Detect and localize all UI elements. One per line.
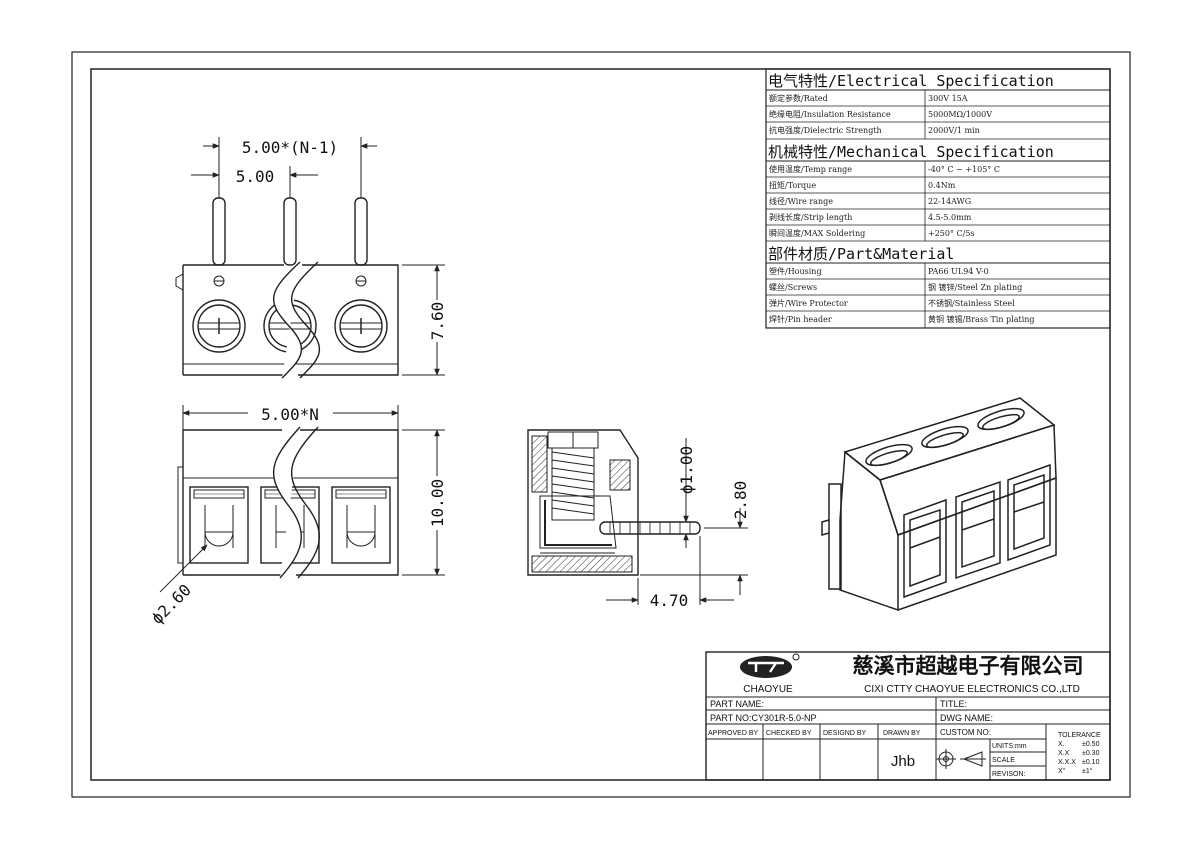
spec-value: 0.4Nm xyxy=(928,181,956,190)
spec-value: 2000V/1 min xyxy=(928,126,980,135)
dim-pin-dia: ϕ1.00 xyxy=(677,446,696,494)
scale-label: SCALE xyxy=(992,757,1015,764)
tolerance-key: X.X.X xyxy=(1058,759,1076,766)
spec-label: 焊针/Pin header xyxy=(769,314,832,324)
isometric-view xyxy=(821,397,1057,612)
part-name-label: PART NAME: xyxy=(710,699,764,709)
spec-label: 螺丝/Screws xyxy=(769,282,817,292)
material-rows: 塑件/Housing PA66 UL94 V-0 螺丝/Screws 钢 镀锌/… xyxy=(766,266,1110,324)
spec-label: 额定参数/Rated xyxy=(769,93,828,103)
title-label: TITLE: xyxy=(940,699,967,709)
side-view: ϕ1.00 2.80 4.70 xyxy=(527,429,750,610)
dim-pitch: 5.00 xyxy=(236,167,275,186)
front-view: 5.00*N xyxy=(147,405,447,628)
spec-value: 黄铜 镀锡/Brass Tin plating xyxy=(928,314,1035,324)
tolerance-title: TOLERANCE xyxy=(1058,732,1101,739)
company-logo: CHAOYUE xyxy=(740,653,800,695)
spec-label: 线径/Wire range xyxy=(769,196,833,206)
wire-opening xyxy=(331,486,391,564)
dim-width-total: 5.00*N xyxy=(261,405,319,424)
mechanical-rows: 使用温度/Temp range -40° C ~ +105° C 扭矩/Torq… xyxy=(766,164,1110,242)
spec-label: 绝缘电阻/Insulation Resistance xyxy=(769,109,891,119)
dim-height-front: 10.00 xyxy=(428,479,447,527)
spec-value: 22-14AWG xyxy=(928,197,971,206)
title-block: CHAOYUE 慈溪市超越电子有限公司 CIXI CTTY CHAOYUE EL… xyxy=(705,651,1111,781)
dim-pitch-total: 5.00*(N-1) xyxy=(242,138,338,157)
dwg-name-label: DWG NAME: xyxy=(940,713,993,723)
spec-label: 瞬间温度/MAX Soldering xyxy=(769,228,865,238)
tolerance-key: X.X xyxy=(1058,750,1070,757)
top-view: 5.00*(N-1) 5.00 xyxy=(175,137,447,379)
spec-label: 弹片/Wire Protector xyxy=(769,298,848,308)
tolerance-value: ±0.10 xyxy=(1082,759,1100,766)
wire-opening xyxy=(189,486,249,564)
mechanical-title: 机械特性/Mechanical Specification xyxy=(768,143,1054,161)
spec-value: 4.5-5.0mm xyxy=(928,213,972,222)
company-name-cn: 慈溪市超越电子有限公司 xyxy=(853,654,1084,678)
inner-border xyxy=(90,68,1111,781)
drawn-by-label: DRAWN BY xyxy=(883,730,921,737)
part-number: PART NO:CY301R-5.0-NP xyxy=(710,713,817,723)
revision-label: REVISON: xyxy=(992,771,1026,778)
spec-label: 扭矩/Torque xyxy=(769,180,816,190)
dim-pin-len: 2.80 xyxy=(731,481,750,520)
spec-value: PA66 UL94 V-0 xyxy=(928,267,989,276)
approved-by-label: APPROVED BY xyxy=(708,730,759,737)
units-label: UNITS:mm xyxy=(992,743,1027,750)
spec-label: 剥线长度/Strip length xyxy=(769,212,852,222)
spec-value: 5000MΩ/1000V xyxy=(928,110,992,119)
spec-label: 使用温度/Temp range xyxy=(769,164,852,174)
outer-border xyxy=(71,51,1131,798)
spec-label: 塑件/Housing xyxy=(769,266,822,276)
screw-icon xyxy=(192,299,246,353)
drawn-by-value: Jhb xyxy=(891,753,915,770)
projection-symbol-icon xyxy=(936,749,986,769)
spec-value: -40° C ~ +105° C xyxy=(928,165,1000,174)
electrical-title: 电气特性/Electrical Specification xyxy=(768,72,1054,90)
logo-text: CHAOYUE xyxy=(743,684,793,695)
tolerance-key: X° xyxy=(1058,767,1066,775)
spec-table: 电气特性/Electrical Specification 额定参数/Rated… xyxy=(765,68,1111,329)
electrical-rows: 额定参数/Rated 300V 15A 绝缘电阻/Insulation Resi… xyxy=(766,93,1110,140)
material-title: 部件材质/Part&Material xyxy=(768,245,954,263)
tolerance-key: X. xyxy=(1058,741,1065,748)
spec-value: 不锈钢/Stainless Steel xyxy=(928,298,1015,308)
checked-by-label: CHECKED BY xyxy=(766,730,812,737)
company-name-en: CIXI CTTY CHAOYUE ELECTRONICS CO.,LTD xyxy=(864,684,1080,695)
tolerance-value: ±0.50 xyxy=(1082,741,1100,748)
screw-icon xyxy=(334,299,388,353)
dim-hole-dia: ϕ2.60 xyxy=(147,580,194,627)
spec-label: 抗电强度/Dielectric Strength xyxy=(769,125,882,135)
tolerance-value: ±0.30 xyxy=(1082,750,1100,757)
designed-by-label: DESIGND BY xyxy=(823,730,867,737)
tolerance-value: ±1° xyxy=(1082,767,1093,775)
dim-height-top: 7.60 xyxy=(428,302,447,341)
spec-value: +250° C/5s xyxy=(928,229,975,238)
spec-value: 钢 镀锌/Steel Zn plating xyxy=(928,282,1022,292)
dim-depth: 4.70 xyxy=(650,591,689,610)
custom-no-label: CUSTOM NO: xyxy=(940,728,991,737)
spec-value: 300V 15A xyxy=(928,94,968,103)
